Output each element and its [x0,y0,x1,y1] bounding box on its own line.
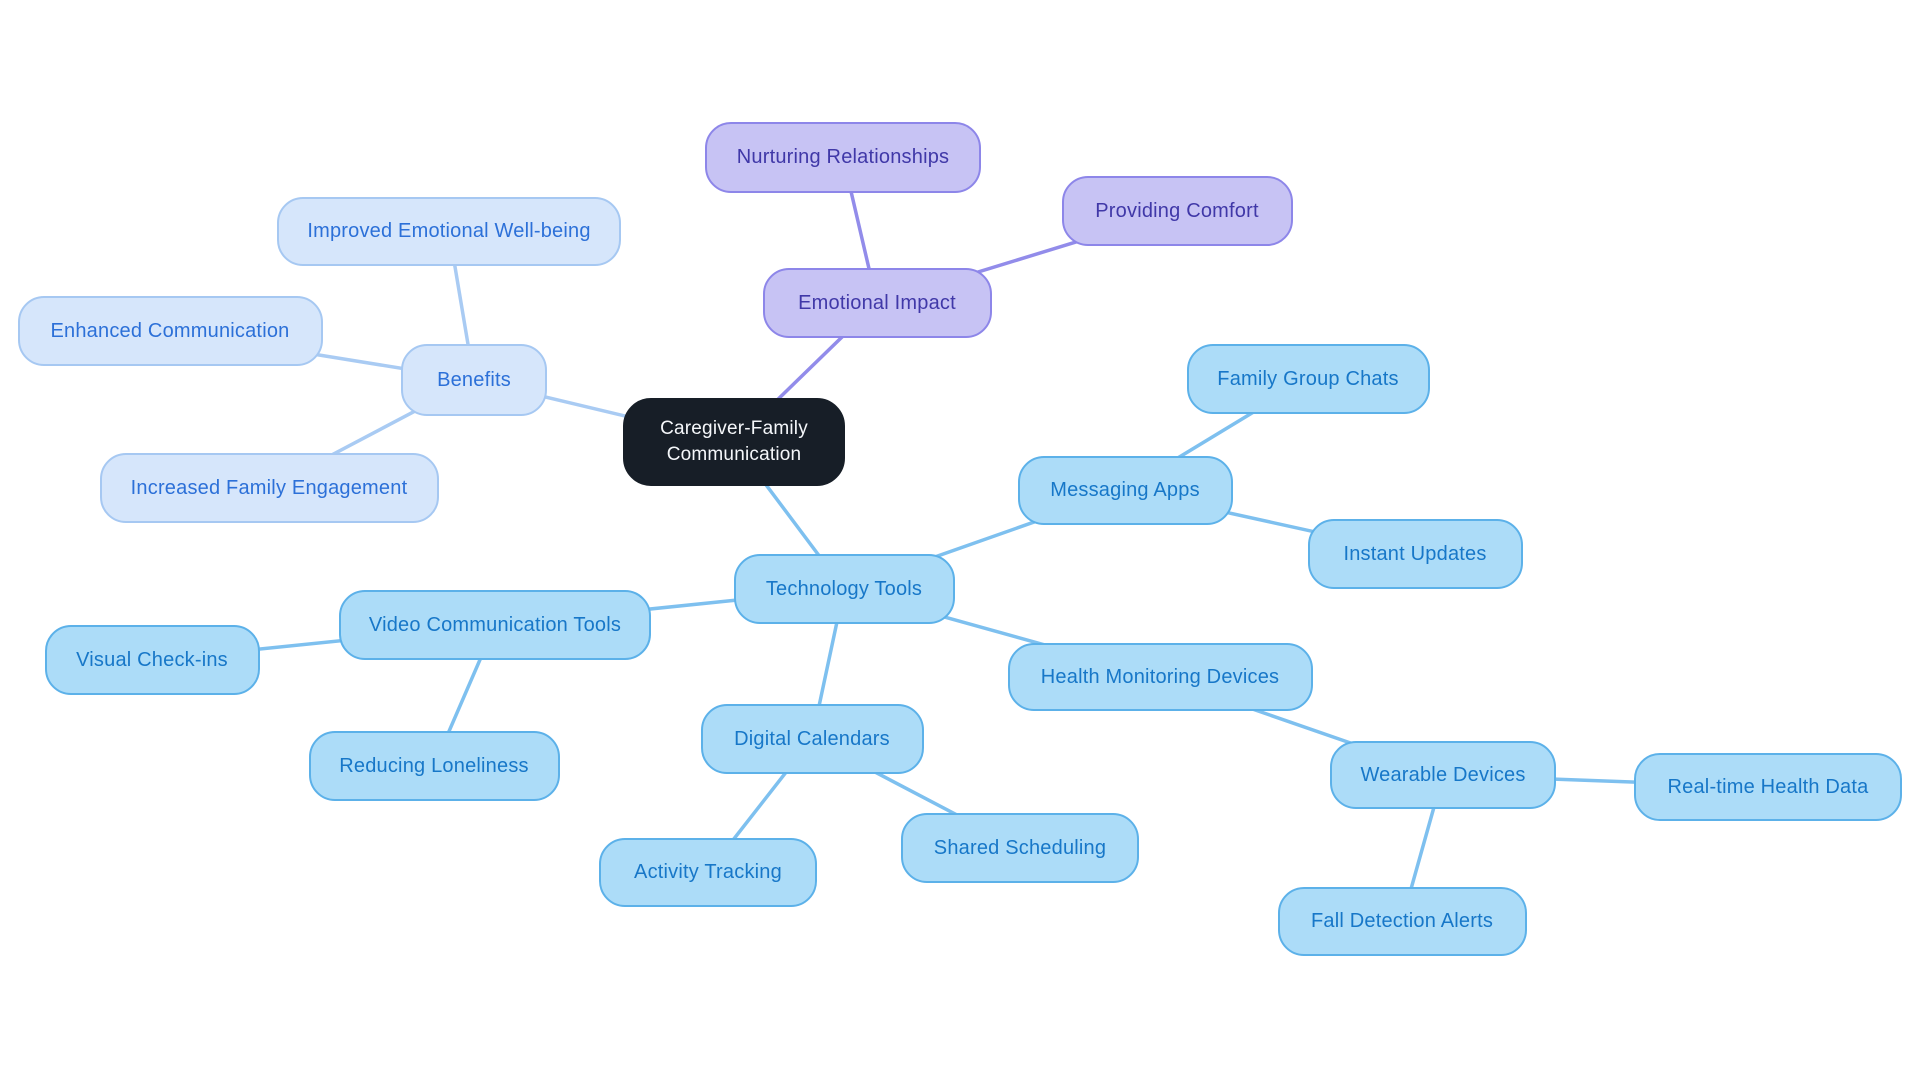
node-label: Messaging Apps [1050,478,1200,501]
mindmap-node-technology-tools[interactable]: Technology Tools [733,554,955,624]
mindmap-node-wearable-devices[interactable]: Wearable Devices [1330,741,1556,809]
node-label: Fall Detection Alerts [1310,909,1494,932]
node-label: Increased Family Engagement [130,476,408,499]
node-label: Visual Check-ins [76,648,228,671]
node-label: Instant Updates [1343,542,1487,565]
mindmap-node-providing-comfort[interactable]: Providing Comfort [1061,176,1293,246]
node-label: Enhanced Communication [50,319,290,342]
node-label: Real-time Health Data [1667,775,1869,798]
node-label: Benefits [437,368,511,391]
node-label: Wearable Devices [1360,763,1526,786]
node-label: Video Communication Tools [368,613,622,636]
mindmap-node-shared-scheduling[interactable]: Shared Scheduling [901,813,1139,883]
node-label: Providing Comfort [1095,199,1259,222]
mindmap-node-real-time-health-data[interactable]: Real-time Health Data [1634,753,1902,821]
mindmap-node-instant-updates[interactable]: Instant Updates [1307,519,1523,589]
mindmap-node-nurturing-relationships[interactable]: Nurturing Relationships [705,121,981,193]
mindmap-node-emotional-impact[interactable]: Emotional Impact [762,268,992,338]
mindmap-node-video-communication-tools[interactable]: Video Communication Tools [339,590,651,660]
mindmap-node-family-group-chats[interactable]: Family Group Chats [1186,344,1430,414]
node-label: Digital Calendars [734,727,890,750]
node-label: Family Group Chats [1217,367,1399,390]
node-label: Reducing Loneliness [339,754,529,777]
mindmap-node-health-monitoring-devices[interactable]: Health Monitoring Devices [1007,643,1313,711]
mindmap-node-benefits[interactable]: Benefits [401,344,547,416]
node-label: Caregiver-Family Communication [660,418,808,465]
mindmap-node-visual-check-ins[interactable]: Visual Check-ins [44,625,260,695]
node-label: Technology Tools [765,577,923,600]
mindmap-node-activity-tracking[interactable]: Activity Tracking [599,837,817,907]
node-label: Health Monitoring Devices [1040,665,1280,688]
mindmap-node-messaging-apps[interactable]: Messaging Apps [1017,455,1233,525]
mindmap-node-central[interactable]: Caregiver-Family Communication [623,398,845,486]
mindmap-node-enhanced-communication[interactable]: Enhanced Communication [17,296,323,366]
mindmap-node-improved-emotional-well-being[interactable]: Improved Emotional Well-being [277,196,621,266]
node-label: Improved Emotional Well-being [307,219,591,242]
mindmap-node-increased-family-engagement[interactable]: Increased Family Engagement [99,453,439,523]
mindmap-node-fall-detection-alerts[interactable]: Fall Detection Alerts [1277,886,1527,956]
node-label: Nurturing Relationships [736,145,950,168]
mindmap-node-digital-calendars[interactable]: Digital Calendars [700,704,924,774]
node-label: Activity Tracking [634,860,782,883]
mindmap-node-reducing-loneliness[interactable]: Reducing Loneliness [308,731,560,801]
node-label: Shared Scheduling [933,836,1107,859]
node-label: Emotional Impact [798,291,956,314]
